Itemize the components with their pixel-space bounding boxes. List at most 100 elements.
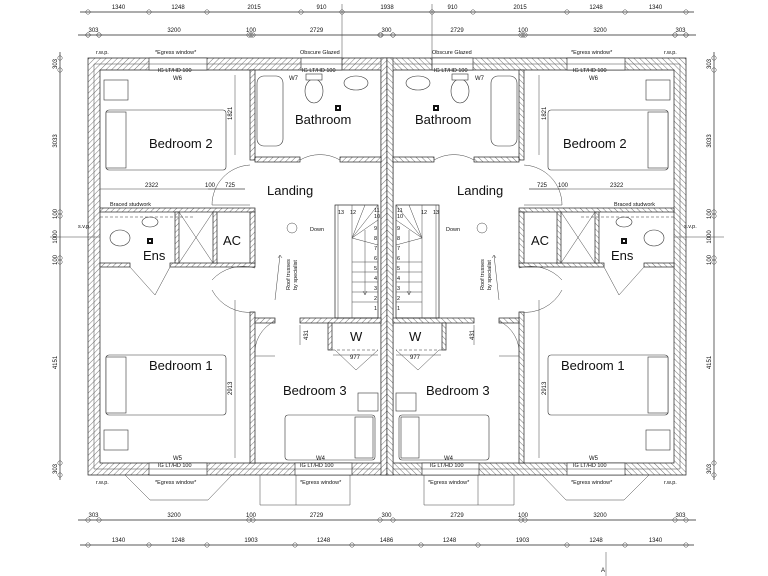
dimension-tick <box>429 9 435 15</box>
dim-top-outer: 910 <box>447 5 458 11</box>
room-ens-right: Ens <box>611 248 634 263</box>
dimension-tick <box>683 32 689 38</box>
dimension-tick <box>470 9 476 15</box>
obscure-note: Obscure Glazed <box>432 50 472 56</box>
dim-top-inner: 303 <box>675 28 686 34</box>
dim-w-width: 977 <box>410 355 421 361</box>
dim-top-outer: 1938 <box>380 5 394 11</box>
dim-bottom-inner: 100 <box>518 513 529 519</box>
dim-side: 100 <box>53 254 59 265</box>
stair-number: 7 <box>374 246 377 252</box>
dimension-tick <box>711 209 717 215</box>
dimension-tick <box>711 259 717 265</box>
dimension-tick <box>377 32 383 38</box>
dim-bottom-outer: 1340 <box>649 538 663 544</box>
roof-trusses-note: by specialist <box>293 260 299 290</box>
stair-number: 4 <box>397 276 400 282</box>
room-bedroom2-left: Bedroom 2 <box>149 136 213 151</box>
window-w4-right: W4 <box>444 456 454 462</box>
dimension-tick <box>622 9 628 15</box>
glazing-spec: IG LT/HD 100 <box>158 68 192 74</box>
egress-note: *Egress window* <box>155 480 197 486</box>
stair-number: 11 <box>374 208 380 214</box>
obscure-note: Obscure Glazed <box>300 50 340 56</box>
stair-number: 1 <box>374 306 377 312</box>
dimension-tick <box>683 9 689 15</box>
dim-side: 303 <box>53 463 59 474</box>
dimension-tick <box>204 542 210 548</box>
dim-top-outer: 1340 <box>112 5 126 11</box>
dim-side: 303 <box>53 58 59 69</box>
stair-number: 6 <box>374 256 377 262</box>
dim-bottom-outer: 1248 <box>317 538 331 544</box>
dim-top-outer: 1248 <box>589 5 603 11</box>
dim-side: 3033 <box>707 134 713 148</box>
dimension-tick <box>57 55 63 61</box>
dimension-tick <box>85 542 91 548</box>
egress-note: *Egress window* <box>571 480 613 486</box>
dimension-tick <box>85 517 91 523</box>
glazing-spec: IG LT/HD 100 <box>302 68 336 74</box>
dimension-tick <box>418 542 424 548</box>
dimension-tick <box>292 542 298 548</box>
room-bathroom-left: Bathroom <box>295 112 351 127</box>
braced-studwork-note: Braced studwork <box>614 202 655 208</box>
dim-bottom-outer: 1248 <box>443 538 457 544</box>
dim-bath-depth: 1821 <box>228 106 234 120</box>
dim-bottom-outer: 1248 <box>589 538 603 544</box>
stair-number: 9 <box>374 226 377 232</box>
dimension-tick <box>57 259 63 265</box>
glazing-spec: IG LT/HD 100 <box>573 463 607 469</box>
dim-side: 4151 <box>707 355 713 369</box>
glazing-spec: IG LT/HD 100 <box>158 463 192 469</box>
stair-number: 13 <box>338 210 344 216</box>
dim-bed2-width: 2322 <box>610 183 624 189</box>
dimension-tick <box>57 209 63 215</box>
dimension-tick <box>250 32 256 38</box>
dim-side: 100 <box>707 208 713 219</box>
dimension-tick <box>246 32 252 38</box>
dimension-tick <box>390 517 396 523</box>
dim-top-inner: 2729 <box>310 28 324 34</box>
egress-note: *Egress window* <box>155 50 197 56</box>
dimension-tick <box>57 460 63 466</box>
dimension-tick <box>246 517 252 523</box>
stair-number: 10 <box>397 214 403 220</box>
stair-number: 7 <box>397 246 400 252</box>
dimension-tick <box>298 9 304 15</box>
dim-bed2-width: 2322 <box>145 183 159 189</box>
stair-number: 6 <box>397 256 400 262</box>
dim-side: 4151 <box>53 355 59 369</box>
dimension-tick <box>520 32 526 38</box>
dimension-tick <box>475 542 481 548</box>
dim-bottom-outer: 1248 <box>171 538 185 544</box>
dimension-tick <box>57 67 63 73</box>
room-ens-left: Ens <box>143 248 166 263</box>
room-w-right: W <box>409 329 422 344</box>
stair-number: 8 <box>374 236 377 242</box>
dim-bottom-inner: 3200 <box>167 513 181 519</box>
dimension-tick <box>672 517 678 523</box>
dimension-tick <box>339 9 345 15</box>
dim-side: 100 <box>53 208 59 219</box>
stair-number: 13 <box>433 210 439 216</box>
room-landing-left: Landing <box>267 183 313 198</box>
dim-bottom-inner: 2729 <box>310 513 324 519</box>
rwp-note: r.w.p. <box>664 480 677 486</box>
dim-top-inner: 3200 <box>167 28 181 34</box>
dimension-tick <box>57 472 63 478</box>
stair-number: 5 <box>397 266 400 272</box>
dim-bottom-outer: 1486 <box>380 538 394 544</box>
dimension-tick <box>522 517 528 523</box>
dimension-tick <box>711 67 717 73</box>
dimension-tick <box>57 255 63 261</box>
dimension-tick <box>204 9 210 15</box>
glazing-spec: IG LT/HD 100 <box>430 463 464 469</box>
dimension-tick <box>711 213 717 219</box>
section-marker: A <box>601 568 605 574</box>
glazing-spec: IG LT/HD 100 <box>573 68 607 74</box>
dimension-tick <box>96 517 102 523</box>
dimension-tick <box>711 55 717 61</box>
dimension-tick <box>248 32 254 38</box>
